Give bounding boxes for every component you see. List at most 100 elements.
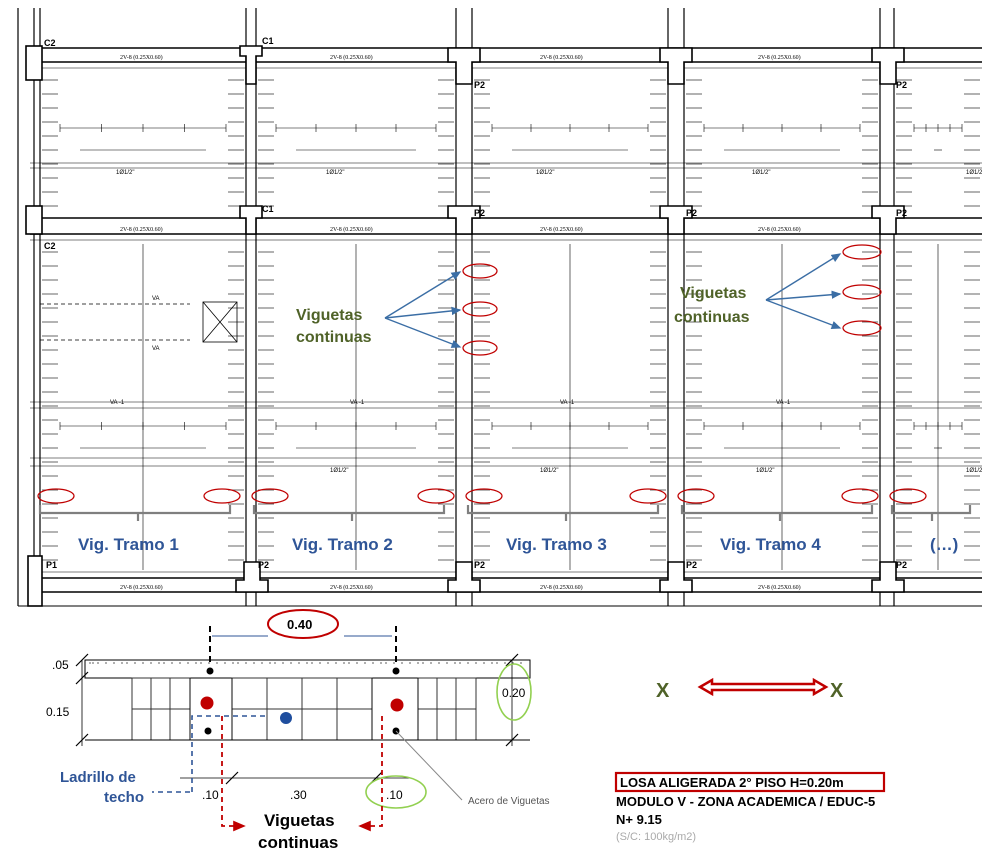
red-ellipse xyxy=(841,488,879,504)
brick-height-label: 0.15 xyxy=(46,705,70,719)
opening-box xyxy=(40,301,238,343)
beam-label: 2V-8 (0.25X0.60) xyxy=(330,54,373,61)
red-ellipse xyxy=(889,488,927,504)
opening-label: VA -1 xyxy=(110,400,125,406)
column-tag: C1 xyxy=(262,36,274,46)
rebar-label: 1Ø1/2" xyxy=(966,468,982,474)
arrow xyxy=(765,253,842,301)
opening-label: VA -1 xyxy=(776,400,791,406)
left-rib-label: .10 xyxy=(202,788,219,802)
level-line: N+ 9.15 xyxy=(616,812,662,827)
right-rib-label: .10 xyxy=(386,788,403,802)
viguetas-label: Viguetas xyxy=(264,811,335,830)
opening-label: VA xyxy=(152,296,160,302)
red-ellipse xyxy=(417,488,455,504)
beam-label: 2V-8 (0.25X0.60) xyxy=(758,584,801,591)
rebar-label: 1Ø1/2" xyxy=(330,468,348,474)
tramo-label: Vig. Tramo 3 xyxy=(506,535,607,554)
columns xyxy=(25,45,905,607)
direction-arrow: X X xyxy=(656,677,844,702)
beam-labels: 2V-8 (0.25X0.60) 2V-8 (0.25X0.60) 2V-8 (… xyxy=(120,54,801,591)
beam-label: 2V-8 (0.25X0.60) xyxy=(330,584,373,591)
rebar-dimension-rows xyxy=(59,124,963,449)
column-tag: P2 xyxy=(258,560,269,570)
rebar-label: 1Ø1/2" xyxy=(540,468,558,474)
ladrillo-label: techo xyxy=(104,789,144,806)
arrow xyxy=(384,317,462,348)
column-tag: P2 xyxy=(686,208,697,218)
height-highlight xyxy=(496,663,532,721)
column-tag: P2 xyxy=(896,560,907,570)
pointer-arrows xyxy=(384,253,842,348)
red-ellipse xyxy=(251,488,289,504)
red-ellipse xyxy=(677,488,715,504)
red-ellipse xyxy=(465,488,503,504)
viguetas-label: continuas xyxy=(296,329,372,346)
tramo-labels: Vig. Tramo 1 Vig. Tramo 2 Vig. Tramo 3 V… xyxy=(78,535,958,554)
red-ellipse xyxy=(462,301,498,317)
viguetas-label: continuas xyxy=(674,309,750,326)
ladrillo-labels: Ladrillo de techo xyxy=(60,769,144,806)
column-tag: P2 xyxy=(474,208,485,218)
rib-highlight xyxy=(365,775,427,809)
arrow xyxy=(384,271,462,319)
viguetas-label: Viguetas xyxy=(680,285,747,302)
joist-ticks xyxy=(42,79,980,570)
ladrillo-label: Ladrillo de xyxy=(60,769,136,786)
beam-label: 2V-8 (0.25X0.60) xyxy=(758,226,801,233)
beam-band-mid xyxy=(30,217,982,241)
column-tag: C1 xyxy=(262,204,274,214)
drawing-title: LOSA ALIGERADA 2° PISO H=0.20m xyxy=(620,775,844,790)
brick-width-label: .30 xyxy=(290,788,307,802)
viguetas-labels: Viguetas continuas Viguetas continuas xyxy=(296,285,750,346)
beam-label: 2V-8 (0.25X0.60) xyxy=(758,54,801,61)
rebar-label: 1Ø1/2" xyxy=(536,170,554,176)
rebar-label: 1Ø1/2" xyxy=(966,170,982,176)
arrow xyxy=(384,306,462,319)
column-tag: P2 xyxy=(896,208,907,218)
opening-label: VA xyxy=(152,346,160,352)
slab-section xyxy=(75,609,532,832)
rebar-label: 1Ø1/2" xyxy=(752,170,770,176)
rebar-label: 1Ø1/2" xyxy=(116,170,134,176)
width-highlight xyxy=(267,609,339,639)
load-line: (S/C: 100kg/m2) xyxy=(616,831,696,843)
opening-label: VA -1 xyxy=(560,400,575,406)
section-labels: 0.40 .05 0.15 0.20 .10 .30 .10 Acero de … xyxy=(46,617,550,807)
viguetas-label: Viguetas xyxy=(296,307,363,324)
beam-label: 2V-8 (0.25X0.60) xyxy=(540,584,583,591)
beam-label: 2V-8 (0.25X0.60) xyxy=(120,584,163,591)
rebar-label: 1Ø1/2" xyxy=(756,468,774,474)
red-ellipse xyxy=(37,488,75,504)
beam-label: 2V-8 (0.25X0.60) xyxy=(540,226,583,233)
floor-plan xyxy=(17,8,982,607)
column-tag: P2 xyxy=(474,560,485,570)
width-label: 0.40 xyxy=(287,617,312,632)
beam-band-bot xyxy=(30,571,982,593)
opening-label: VA -1 xyxy=(350,400,365,406)
red-ellipse xyxy=(842,320,882,336)
direction-label: X xyxy=(656,680,670,702)
total-height-label: 0.20 xyxy=(502,686,526,700)
title-block: LOSA ALIGERADA 2° PISO H=0.20m MODULO V … xyxy=(614,771,886,843)
column-tag: C2 xyxy=(44,241,56,251)
continuity-markers xyxy=(37,244,927,504)
tramo-braces xyxy=(38,505,972,521)
tramo-label: Vig. Tramo 1 xyxy=(78,535,179,554)
long-rebar-labels: 1Ø1/2" 1Ø1/2" 1Ø1/2" 1Ø1/2" 1Ø1/2" 1Ø1/2… xyxy=(116,170,982,474)
direction-label: X xyxy=(830,680,844,702)
column-tag: P2 xyxy=(686,560,697,570)
red-ellipse xyxy=(629,488,667,504)
beam-label: 2V-8 (0.25X0.60) xyxy=(330,226,373,233)
beam-label: 2V-8 (0.25X0.60) xyxy=(120,54,163,61)
column-tags: C2 C1 P2 P2 C1 C2 P2 P2 P2 P1 P2 P2 P2 P… xyxy=(44,36,907,570)
slab-thickness-label: .05 xyxy=(52,658,69,672)
beam-label: 2V-8 (0.25X0.60) xyxy=(540,54,583,61)
red-ellipse xyxy=(462,340,498,356)
opening-labels: VA VA VA -1 VA -1 VA -1 VA -1 xyxy=(110,296,791,406)
viguetas-label: continuas xyxy=(258,833,338,852)
rebar-label: 1Ø1/2" xyxy=(326,170,344,176)
column-tag: P1 xyxy=(46,560,57,570)
red-ellipse xyxy=(842,284,882,300)
tramo-label: Vig. Tramo 2 xyxy=(292,535,393,554)
